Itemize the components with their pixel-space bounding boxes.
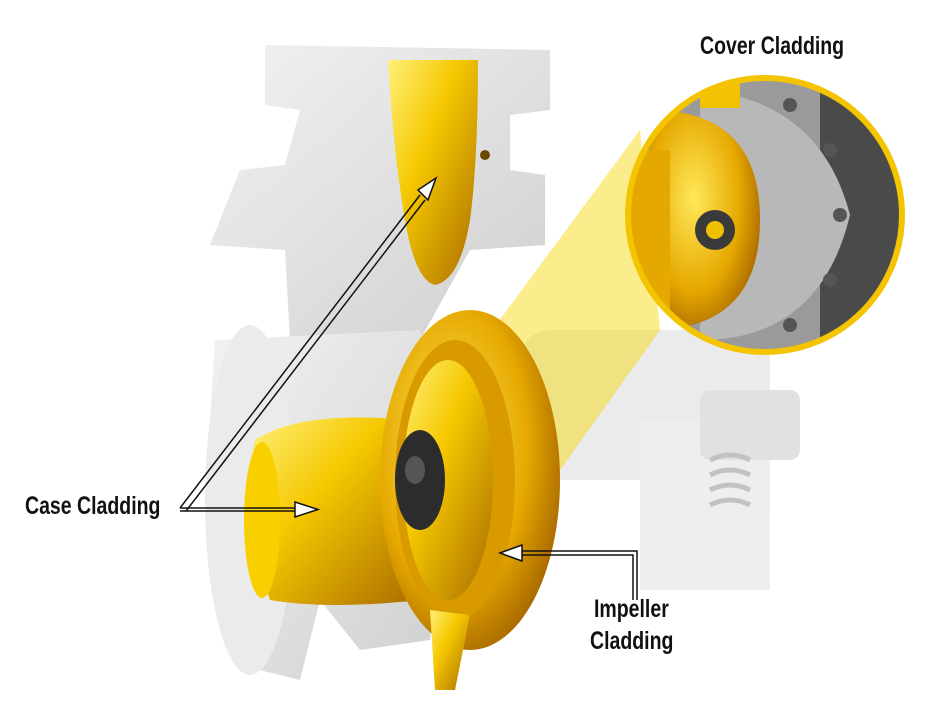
impeller: [380, 310, 560, 650]
cover-cladding-label: Cover Cladding: [700, 32, 845, 60]
cover-inset: [628, 78, 902, 352]
discharge-cladding: [388, 60, 478, 285]
impeller-cladding-label-line2: Cladding: [590, 627, 674, 655]
suction-cladding: [250, 417, 420, 605]
callout-arrows: [179, 176, 638, 600]
bearing-housing: [520, 330, 800, 590]
impeller-cladding-label-line1: Impeller: [594, 595, 669, 623]
case-cladding-label: Case Cladding: [25, 492, 161, 520]
discharge-casing: [210, 45, 550, 340]
